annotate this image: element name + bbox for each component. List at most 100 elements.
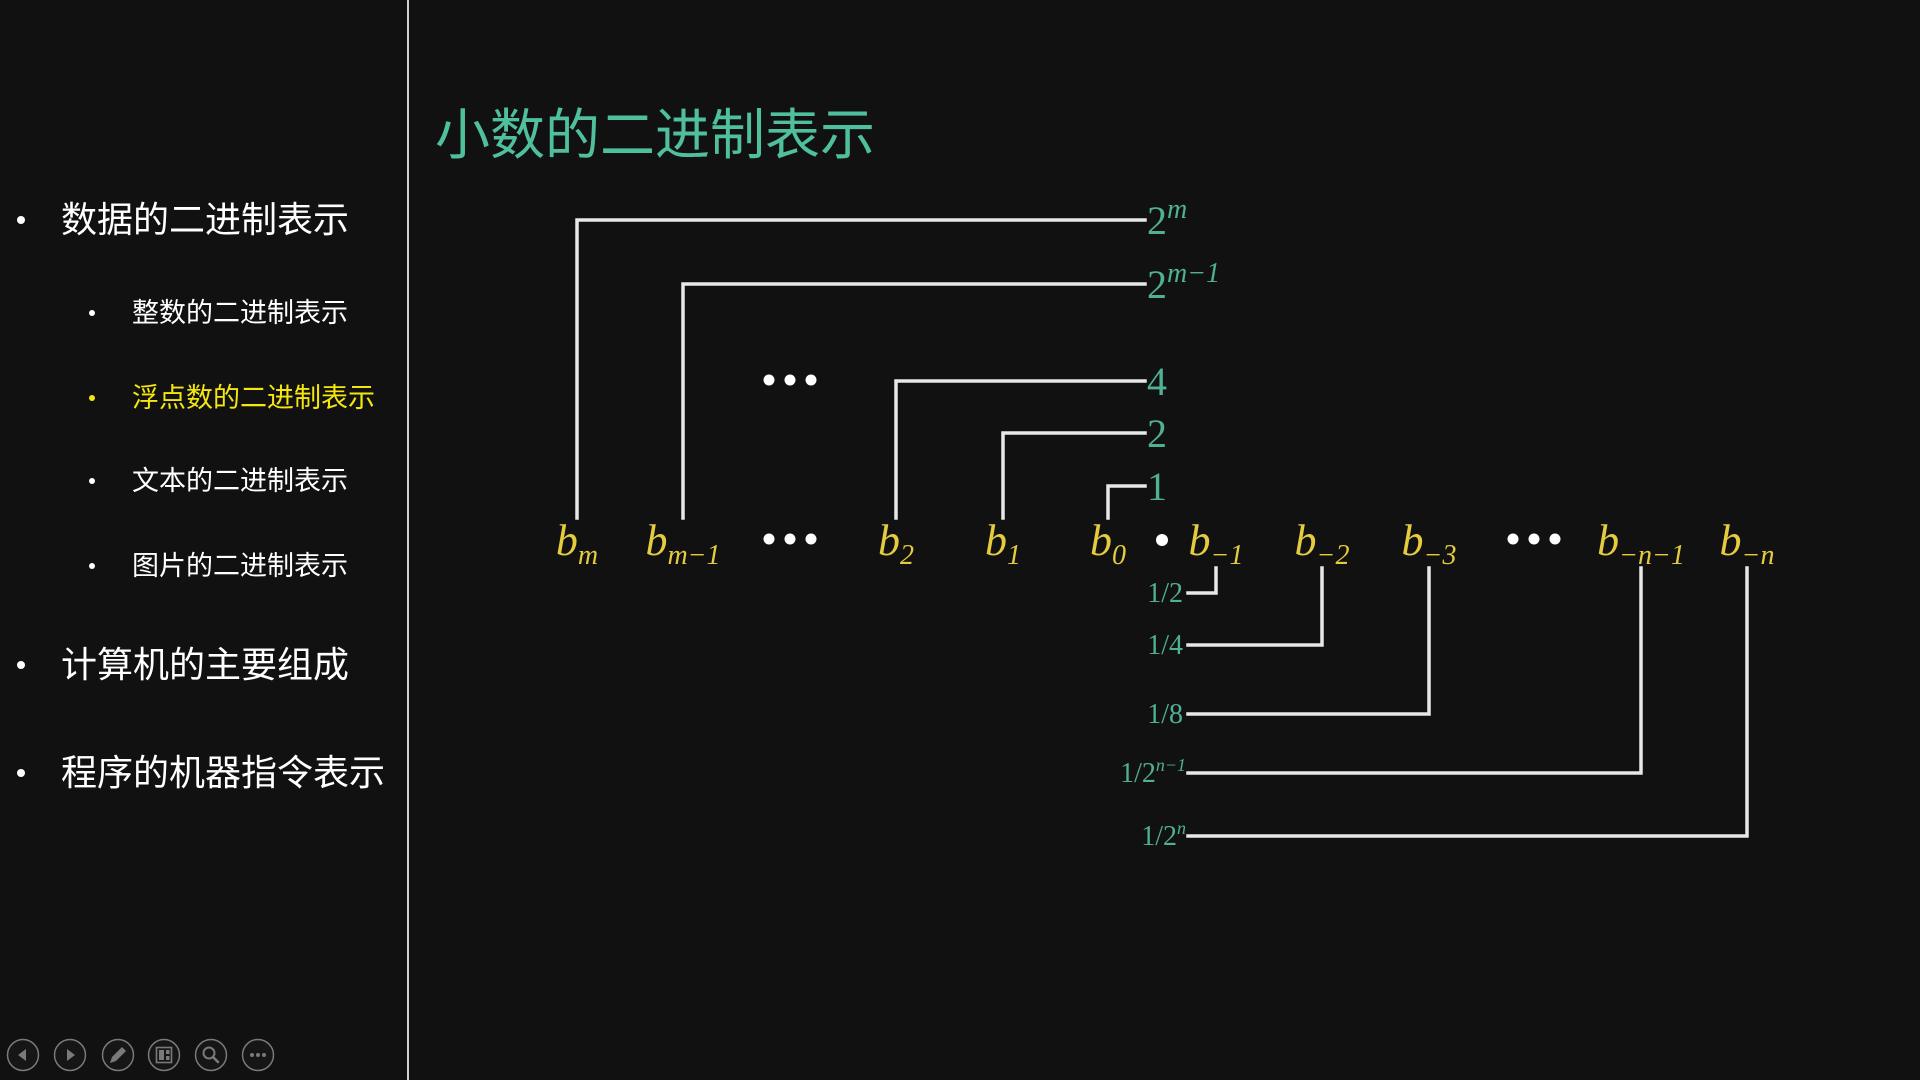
- integer-weight-labels: 2m 2m−1 4 2 1: [1147, 194, 1220, 509]
- weight-exponent: m−1: [1167, 258, 1220, 289]
- weight-base: 1/8: [1147, 699, 1183, 730]
- connector-b-minus-2: [1186, 566, 1324, 647]
- integer-weight-connectors: [575, 218, 1147, 520]
- sidebar-navigation: 数据的二进制表示 整数的二进制表示 浮点数的二进制表示 文本的二进制表示 图片的…: [0, 0, 407, 1080]
- fraction-weight-labels: 1/2 1/4 1/8 1/2n−1 1/2n: [1120, 578, 1186, 852]
- sidebar-divider: [407, 0, 409, 1080]
- nav-item-label: 文本的二进制表示: [132, 466, 348, 496]
- ellipsis-dot: [805, 533, 817, 545]
- weight-label-1-over-2-pow-n: 1/2n: [1141, 818, 1186, 852]
- bullet-dot: [89, 563, 95, 569]
- ellipsis-dot: [763, 533, 775, 545]
- nav-item-label: 数据的二进制表示: [61, 200, 350, 240]
- pen-tool-button[interactable]: [101, 1038, 135, 1072]
- bit-label-b-minus-3: b−3: [1402, 516, 1457, 571]
- nav-item-label: 图片的二进制表示: [132, 551, 348, 581]
- bullet-dot: [89, 310, 95, 316]
- nav-item-label: 浮点数的二进制表示: [132, 383, 375, 413]
- ellipsis-dot: [1507, 533, 1519, 545]
- weight-label-1-over-8: 1/8: [1147, 699, 1183, 730]
- more-options-button[interactable]: [241, 1038, 275, 1072]
- bit-base: b: [1597, 516, 1619, 565]
- see-all-slides-button[interactable]: [147, 1038, 181, 1072]
- weight-label-2: 2: [1147, 411, 1167, 456]
- bit-label-b-minus-1: b−1: [1189, 516, 1244, 571]
- bit-labels: bm bm−1 b2 b1 b0 b−1 b−2 b−3 b−n−1 b−n: [556, 516, 1775, 571]
- bit-subscript: 0: [1112, 540, 1126, 571]
- ellipsis-dot: [784, 374, 796, 386]
- ellipsis-dots-integer-bits: [763, 533, 817, 545]
- bit-subscript: −3: [1424, 540, 1457, 571]
- bit-subscript: −n−1: [1619, 540, 1685, 571]
- bit-subscript: −n: [1742, 540, 1775, 571]
- weight-base: 1/2: [1141, 821, 1177, 852]
- nav-item-machine-instructions[interactable]: 程序的机器指令表示: [0, 751, 400, 795]
- connector-b-minus-3: [1186, 566, 1431, 716]
- more-options-icon: [241, 1038, 275, 1072]
- bit-subscript: m: [578, 540, 598, 571]
- weight-base: 1/2: [1147, 578, 1183, 609]
- bit-subscript: −1: [1211, 540, 1244, 571]
- weight-label-1: 1: [1147, 464, 1167, 509]
- bit-label-b-0: b0: [1090, 516, 1126, 571]
- weight-exponent: n: [1177, 818, 1186, 838]
- weight-label-1-over-4: 1/4: [1147, 630, 1183, 661]
- bit-base: b: [1090, 516, 1112, 565]
- bit-base: b: [645, 516, 667, 565]
- next-slide-button[interactable]: [53, 1038, 87, 1072]
- bit-base: b: [1295, 516, 1317, 565]
- previous-slide-button[interactable]: [6, 1038, 40, 1072]
- bit-base: b: [878, 516, 900, 565]
- bit-label-b-m: bm: [556, 516, 598, 571]
- weight-base: 1: [1147, 464, 1167, 509]
- bullet-dot: [17, 661, 25, 669]
- weight-base: 2: [1147, 198, 1167, 243]
- weight-label-4: 4: [1147, 359, 1167, 404]
- next-slide-icon: [53, 1038, 87, 1072]
- connector-b-minus-n: [1186, 566, 1749, 838]
- bit-subscript: m−1: [667, 540, 720, 571]
- pen-icon: [101, 1038, 135, 1072]
- bit-label-b-minus-n: b−n: [1720, 516, 1775, 571]
- nav-item-computer-components[interactable]: 计算机的主要组成: [0, 643, 400, 687]
- bullet-dot: [89, 478, 95, 484]
- ellipsis-dot: [763, 374, 775, 386]
- connector-b-m-minus-1: [681, 282, 1147, 520]
- weight-label-1-over-2: 1/2: [1147, 578, 1183, 609]
- zoom-icon: [194, 1038, 228, 1072]
- nav-item-float-representation[interactable]: 浮点数的二进制表示: [0, 381, 400, 415]
- weight-base: 1/4: [1147, 630, 1183, 661]
- nav-item-label: 整数的二进制表示: [132, 298, 348, 328]
- ellipsis-dot: [1549, 533, 1561, 545]
- nav-item-integer-representation[interactable]: 整数的二进制表示: [0, 296, 400, 330]
- bit-base: b: [985, 516, 1007, 565]
- bit-base: b: [1402, 516, 1424, 565]
- slideshow-toolbar: [0, 1038, 300, 1072]
- weight-base: 4: [1147, 359, 1167, 404]
- connector-b-0: [1106, 484, 1147, 520]
- bit-subscript: 1: [1007, 540, 1021, 571]
- weight-label-2-pow-m: 2m: [1147, 194, 1187, 243]
- ellipsis-dot: [784, 533, 796, 545]
- nav-item-image-representation[interactable]: 图片的二进制表示: [0, 549, 400, 583]
- binary-point: [1156, 534, 1168, 546]
- bit-label-b-1: b1: [985, 516, 1021, 571]
- connector-b-2: [894, 379, 1147, 520]
- see-all-slides-icon: [147, 1038, 181, 1072]
- zoom-button[interactable]: [194, 1038, 228, 1072]
- ellipsis-dot: [1528, 533, 1540, 545]
- connector-b-1: [1001, 431, 1147, 520]
- weight-base: 2: [1147, 262, 1167, 307]
- bit-subscript: 2: [900, 540, 914, 571]
- weight-exponent: n−1: [1156, 755, 1186, 775]
- weight-label-1-over-2-pow-n-minus-1: 1/2n−1: [1120, 755, 1186, 789]
- weight-base: 2: [1147, 411, 1167, 456]
- ellipsis-dots-fraction-bits: [1507, 533, 1561, 545]
- ellipsis-dots-upper: [763, 374, 817, 386]
- bullet-dot: [17, 216, 25, 224]
- bit-label-b-minus-n-minus-1: b−n−1: [1597, 516, 1685, 571]
- nav-item-label: 程序的机器指令表示: [61, 753, 386, 793]
- nav-item-data-representation[interactable]: 数据的二进制表示: [0, 198, 400, 242]
- nav-item-text-representation[interactable]: 文本的二进制表示: [0, 464, 400, 498]
- slide-title: 小数的二进制表示: [435, 105, 876, 166]
